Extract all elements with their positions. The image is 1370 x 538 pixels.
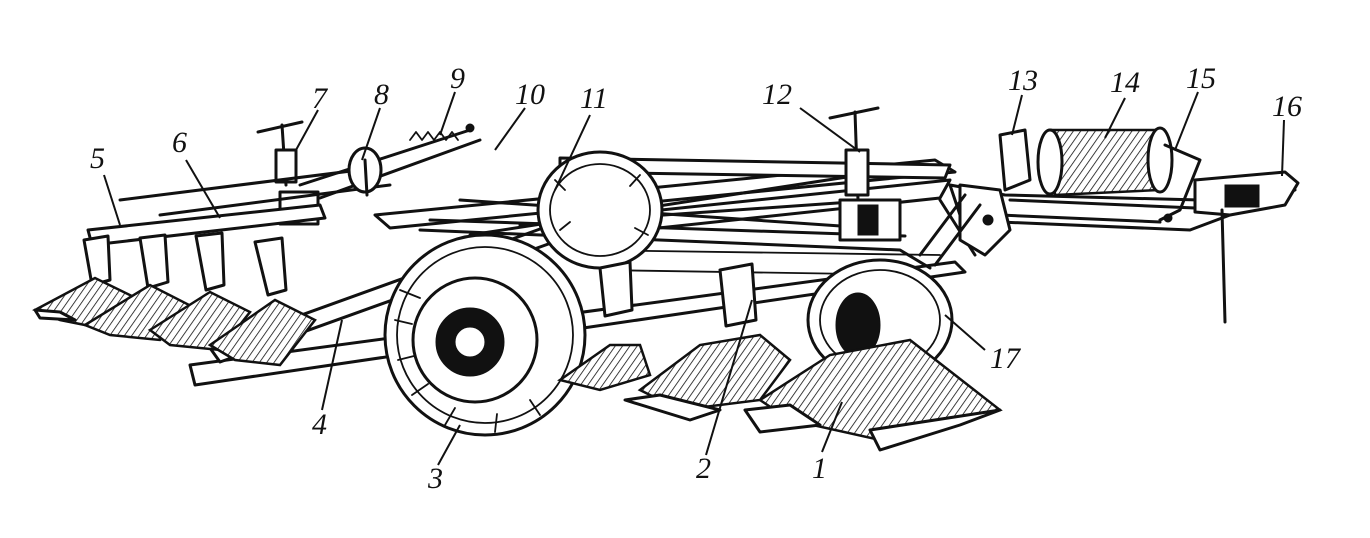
skim-plough-bar bbox=[86, 128, 482, 247]
hydraulic-cylinder bbox=[998, 126, 1202, 223]
steering-disc bbox=[347, 146, 383, 197]
callout-5: 5 bbox=[90, 142, 105, 175]
callout-15: 15 bbox=[1186, 62, 1216, 95]
callout-11: 11 bbox=[580, 82, 608, 115]
callout-17: 17 bbox=[990, 342, 1022, 375]
callout-1: 1 bbox=[812, 452, 827, 485]
callout-9: 9 bbox=[450, 62, 465, 95]
callout-16: 16 bbox=[1272, 90, 1302, 123]
callout-2: 2 bbox=[696, 452, 711, 485]
callout-13: 13 bbox=[1008, 64, 1038, 97]
callout-14: 14 bbox=[1110, 66, 1140, 99]
callout-7: 7 bbox=[312, 82, 329, 115]
skim-plough-bodies bbox=[32, 231, 317, 367]
callout-numbers: 1 2 3 4 5 6 7 8 9 10 11 12 13 14 15 16 1… bbox=[90, 62, 1302, 495]
plough-bodies bbox=[557, 260, 1003, 452]
rear-wheel bbox=[383, 233, 587, 437]
callout-leaders bbox=[103, 91, 1285, 466]
callout-6: 6 bbox=[172, 126, 187, 159]
callout-10: 10 bbox=[515, 78, 545, 111]
callout-3: 3 bbox=[427, 462, 443, 495]
depth-screw-12 bbox=[828, 106, 902, 242]
callout-8: 8 bbox=[374, 78, 389, 111]
callout-4: 4 bbox=[312, 408, 327, 441]
spring bbox=[409, 123, 475, 141]
hitch-drawbar bbox=[918, 170, 1300, 324]
furrow-wheel bbox=[536, 150, 664, 270]
callout-12: 12 bbox=[762, 78, 792, 111]
